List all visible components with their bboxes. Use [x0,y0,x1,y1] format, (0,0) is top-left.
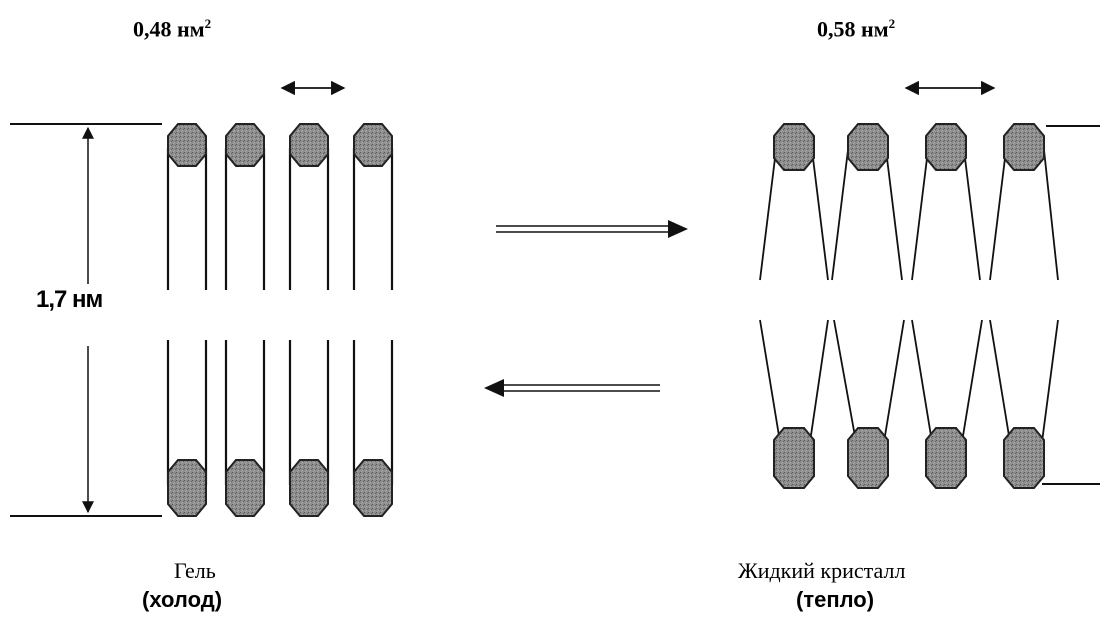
gel-top-heads [168,124,392,166]
gel-bottom-tails [168,340,392,485]
head [354,460,392,516]
liquid-crystal-bilayer [760,88,1100,488]
liquid-crystal-state-label: Жидкий кристалл [738,558,905,584]
head [168,460,206,516]
cooling-arrow [484,379,660,397]
gel-top-tails [168,148,392,290]
head [926,428,966,488]
head [354,124,392,166]
head [226,124,264,166]
gel-bottom-heads [168,460,392,516]
heating-arrow [496,220,688,238]
head [774,428,814,488]
head [848,428,888,488]
head [1004,124,1044,170]
head [290,124,328,166]
head [926,124,966,170]
lc-bottom-tails [760,320,1058,442]
transition-arrows [484,220,688,397]
head [1004,428,1044,488]
head [226,460,264,516]
head [848,124,888,170]
gel-condition-label: (холод) [142,587,222,613]
gel-state-label: Гель [174,558,216,584]
lc-bottom-heads [774,428,1044,488]
head [290,460,328,516]
head [774,124,814,170]
head [168,124,206,166]
liquid-crystal-condition-label: (тепло) [796,587,874,613]
bilayer-thickness-label: 1,7 нм [34,286,104,314]
